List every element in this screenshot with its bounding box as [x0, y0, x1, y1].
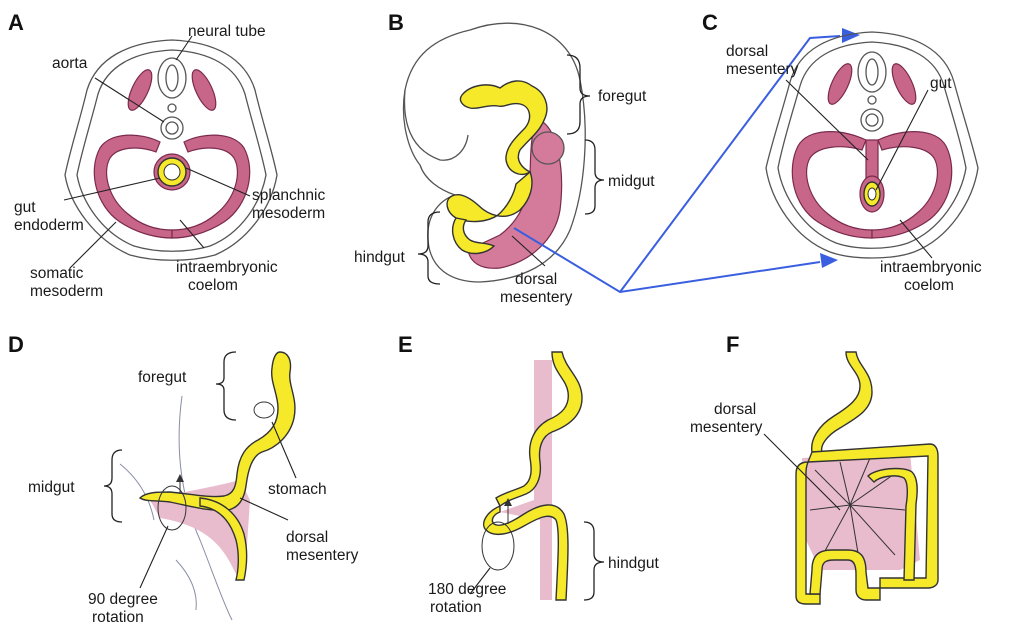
aorta-shape — [161, 117, 183, 139]
lateral-mesoderm-right — [172, 135, 250, 238]
brace-foregut-b — [567, 55, 590, 134]
lateral-mesoderm-left — [94, 135, 172, 238]
aorta-shape-c — [861, 109, 883, 131]
blue-arrow-lower — [514, 228, 820, 292]
panel-letter-e: E — [398, 332, 413, 357]
label-coelom-c-2: coelom — [904, 277, 954, 294]
somite-left-c — [823, 61, 856, 108]
somite-right-c — [887, 61, 920, 108]
brace-foregut-d — [216, 352, 236, 420]
label-gut-endoderm-1: gut — [14, 199, 36, 216]
label-hindgut-b: hindgut — [354, 249, 406, 266]
label-dorsal-mesentery-c-2: mesentery — [726, 61, 799, 78]
label-foregut-d: foregut — [138, 369, 187, 386]
heart-bulge-outline — [404, 90, 468, 160]
label-dorsal-mesentery-d-2: mesentery — [286, 547, 359, 564]
somite-right — [187, 67, 220, 114]
label-dorsal-mesentery-b-2: mesentery — [500, 289, 573, 306]
label-dorsal-mesentery-b-1: dorsal — [515, 271, 557, 288]
stomach-shape-f — [812, 352, 872, 452]
label-dorsal-mesentery-d-1: dorsal — [286, 529, 328, 546]
brace-midgut-b — [585, 140, 604, 214]
label-foregut-b: foregut — [598, 88, 647, 105]
label-rotation-e-1: 180 degree — [428, 581, 506, 598]
label-somatic-2: mesoderm — [30, 283, 103, 300]
panel-letter-a: A — [8, 10, 24, 35]
label-gut-endoderm-2: endoderm — [14, 217, 84, 234]
blue-arrowhead-lower — [820, 253, 838, 268]
label-stomach-d: stomach — [268, 481, 327, 498]
label-rotation-e-2: rotation — [430, 599, 482, 616]
panel-e: E hindgut 180 degree rotation — [398, 332, 660, 616]
panel-b: B foregut midgut hindgut dorsal mesenter… — [354, 10, 655, 306]
label-splanchnic-2: mesoderm — [252, 205, 325, 222]
label-dorsal-mesentery-c-1: dorsal — [726, 43, 768, 60]
panel-f: F dorsal mesentery — [690, 332, 938, 604]
label-coelom-c-1: intraembryonic — [880, 259, 982, 276]
label-midgut-d: midgut — [28, 479, 75, 496]
label-gut-c: gut — [930, 75, 952, 92]
gut-lumen — [164, 164, 180, 180]
dorsal-mesentery-shape-e — [500, 360, 552, 600]
label-dorsal-mesentery-f-1: dorsal — [714, 401, 756, 418]
label-somatic-1: somatic — [30, 265, 84, 282]
notochord-shape — [168, 104, 176, 112]
label-coelom-2: coelom — [188, 277, 238, 294]
label-neural-tube: neural tube — [188, 23, 266, 40]
brace-hindgut-e — [584, 522, 604, 600]
panel-letter-c: C — [702, 10, 718, 35]
brace-midgut-d — [104, 450, 122, 522]
label-hindgut-e: hindgut — [608, 555, 660, 572]
midgut-loop-inner — [532, 132, 564, 164]
panel-letter-b: B — [388, 10, 404, 35]
label-coelom-1: intraembryonic — [176, 259, 278, 276]
panel-c: C dorsal mesentery gut intraembryonic co… — [702, 10, 982, 294]
neural-tube-shape-c — [858, 52, 886, 92]
label-midgut-b: midgut — [608, 173, 655, 190]
lateral-mesoderm-c-left — [792, 132, 872, 238]
label-dorsal-mesentery-f-2: mesentery — [690, 419, 763, 436]
panel-letter-d: D — [8, 332, 24, 357]
lateral-mesoderm-c-right — [872, 132, 952, 238]
panel-letter-f: F — [726, 332, 739, 357]
hindgut-shape-b — [453, 218, 494, 253]
label-splanchnic-1: splanchnic — [252, 187, 325, 204]
panel-a: A neural tube aorta gut endoderm — [8, 10, 325, 300]
label-aorta: aorta — [52, 55, 88, 72]
label-rotation-d-1: 90 degree — [88, 591, 158, 608]
panel-d: D foregut midgut stomach dorsal mesenter… — [8, 332, 359, 626]
neural-tube-shape — [158, 58, 186, 98]
label-rotation-d-2: rotation — [92, 609, 144, 626]
